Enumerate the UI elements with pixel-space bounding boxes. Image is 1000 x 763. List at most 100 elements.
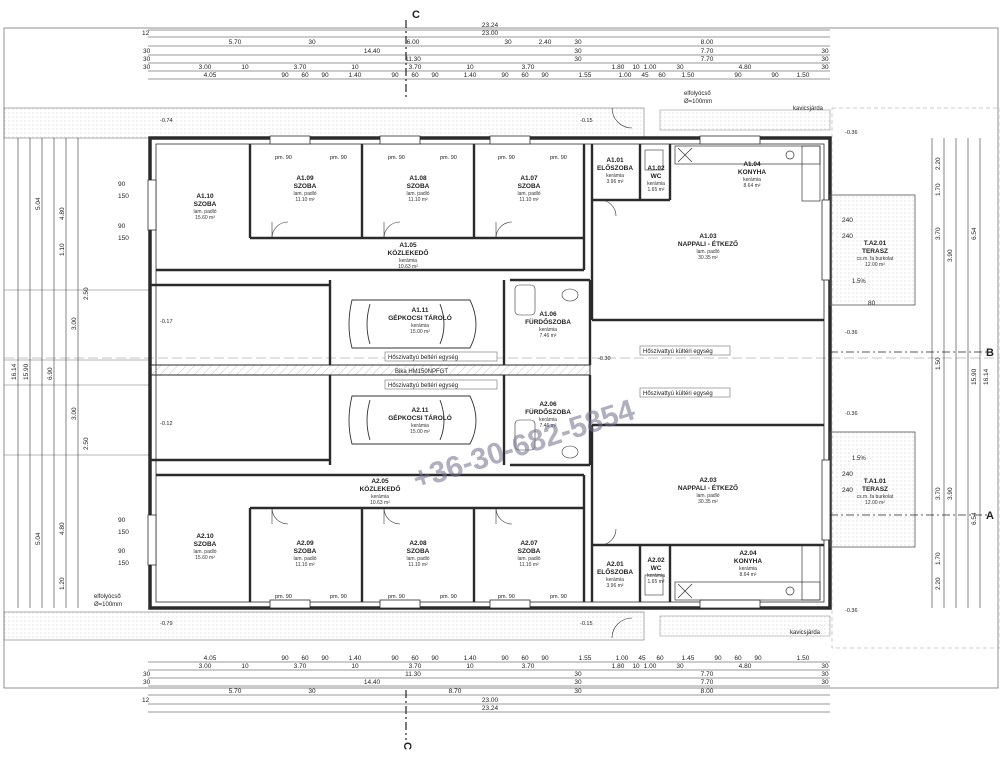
svg-text:1.70: 1.70 xyxy=(935,183,942,196)
dim-t2-0: 30 xyxy=(143,48,151,55)
svg-text:A2.04: A2.04 xyxy=(739,550,757,557)
room-a206: A2.06 FÜRDŐSZOBA kerámia 7.46 m² xyxy=(525,401,571,429)
axis-c-bottom: C xyxy=(401,690,413,750)
svg-text:6.54: 6.54 xyxy=(971,227,978,240)
svg-text:kerámia: kerámia xyxy=(606,577,624,583)
level-3: -0.17 xyxy=(160,319,173,325)
svg-text:A1.01: A1.01 xyxy=(606,157,624,164)
room-a111: A1.11 GÉPKOCSI TÁROLÓ kerámia 15.00 m² xyxy=(388,307,452,335)
dim-t5-11: 90 xyxy=(541,72,549,79)
dim-t5-14: 45 xyxy=(641,72,649,79)
dim-t3-4: 30 xyxy=(821,56,829,63)
svg-text:8.64 m²: 8.64 m² xyxy=(740,572,757,578)
dim-t4-10: 1.00 xyxy=(644,64,657,71)
room-a209: A2.09 SZOBA lam. padló 11.10 m² xyxy=(293,540,316,568)
svg-text:30: 30 xyxy=(143,679,151,686)
svg-text:A2.11: A2.11 xyxy=(412,407,429,414)
room-ta201: T.A2.01 TERASZ cs.m. fa burkolat 12.00 m… xyxy=(857,240,894,268)
svg-text:A2.08: A2.08 xyxy=(409,540,427,547)
svg-text:5.04: 5.04 xyxy=(35,197,42,210)
svg-text:6.54: 6.54 xyxy=(971,512,978,525)
room-a108: A1.08 SZOBA lam. padló 11.10 m² xyxy=(406,175,429,203)
svg-text:kerámia: kerámia xyxy=(399,258,417,264)
svg-text:15.00 m²: 15.00 m² xyxy=(410,429,430,435)
axis-a: A xyxy=(830,510,994,522)
dim-t4-13: 30 xyxy=(821,64,829,71)
room-a105: A1.05 KÖZLEKEDŐ kerámia 10.63 m² xyxy=(388,242,429,270)
svg-text:kerámia: kerámia xyxy=(539,327,557,333)
svg-text:15.00 m²: 15.00 m² xyxy=(410,329,430,335)
svg-text:150: 150 xyxy=(118,560,129,567)
svg-text:90: 90 xyxy=(391,655,399,662)
svg-text:12.00 m²: 12.00 m² xyxy=(865,262,885,268)
dim-t1-2: 6.00 xyxy=(407,39,420,46)
svg-text:3.96 m²: 3.96 m² xyxy=(607,179,624,185)
svg-text:KÖZLEKEDŐ: KÖZLEKEDŐ xyxy=(360,484,401,493)
svg-text:A2.07: A2.07 xyxy=(520,540,538,547)
pm-note-3: pm. 90 xyxy=(388,155,405,161)
svg-text:30: 30 xyxy=(308,688,316,695)
svg-text:1.50: 1.50 xyxy=(935,357,942,370)
dim-t2-2: 30 xyxy=(574,48,582,55)
svg-text:150: 150 xyxy=(118,193,129,200)
dim-t4-12: 4.80 xyxy=(739,64,752,71)
dim-t3-0: 30 xyxy=(143,56,151,63)
dim-t4-3: 3.70 xyxy=(294,64,307,71)
svg-text:15.60 m²: 15.60 m² xyxy=(195,555,215,561)
svg-text:90: 90 xyxy=(431,655,439,662)
car-lower xyxy=(348,395,477,445)
svg-text:240: 240 xyxy=(842,217,853,224)
svg-text:60: 60 xyxy=(656,655,664,662)
svg-text:11.30: 11.30 xyxy=(405,671,421,678)
svg-text:kerámia: kerámia xyxy=(371,494,389,500)
hvac-indoor-1: Hőszivattyú beltéri egység xyxy=(388,355,458,361)
svg-text:11.10 m²: 11.10 m² xyxy=(295,197,315,203)
dim-t2-4: 30 xyxy=(821,48,829,55)
svg-text:2.20: 2.20 xyxy=(935,577,942,590)
downpipe-bottom-sub: Ø=100mm xyxy=(94,602,122,608)
svg-text:90: 90 xyxy=(541,655,549,662)
room-a205: A2.05 KÖZLEKEDŐ kerámia 10.63 m² xyxy=(360,478,401,506)
svg-text:kerámia: kerámia xyxy=(411,323,429,329)
room-a204: A2.04 KONYHA kerámia 8.64 m² xyxy=(734,550,762,578)
pm-note-12: pm. 90 xyxy=(550,594,567,600)
paving-bottom xyxy=(3,611,645,641)
svg-text:A1.03: A1.03 xyxy=(699,233,717,240)
dim-t1-4: 2.40 xyxy=(539,39,552,46)
svg-text:TERASZ: TERASZ xyxy=(862,486,888,493)
svg-text:8.64 m²: 8.64 m² xyxy=(744,183,761,189)
right-dimension-texts: 2.20 1.70 3.70 3.90 6.54 1.50 16.14 15.9… xyxy=(842,157,990,590)
svg-text:11.10 m²: 11.10 m² xyxy=(519,562,539,568)
svg-text:7.70: 7.70 xyxy=(701,671,714,678)
svg-text:4.80: 4.80 xyxy=(59,207,66,220)
svg-text:240: 240 xyxy=(842,471,853,478)
svg-text:1.65 m²: 1.65 m² xyxy=(648,579,665,585)
dim-t5-1: 90 xyxy=(281,72,289,79)
svg-text:NAPPALI - ÉTKEZŐ: NAPPALI - ÉTKEZŐ xyxy=(678,483,738,492)
svg-text:16.14: 16.14 xyxy=(11,363,18,380)
svg-text:1.40: 1.40 xyxy=(464,655,477,662)
svg-text:SZOBA: SZOBA xyxy=(294,183,317,190)
svg-text:ELŐSZOBA: ELŐSZOBA xyxy=(597,163,633,172)
level-8: -0.36 xyxy=(845,330,858,336)
dim-t4-2: 10 xyxy=(241,64,249,71)
garden-area-right xyxy=(831,107,1000,649)
downpipe-top-sub: Ø=100mm xyxy=(684,99,712,105)
svg-text:30: 30 xyxy=(143,671,151,678)
svg-text:90: 90 xyxy=(281,655,289,662)
axis-a-label: A xyxy=(986,510,994,522)
svg-text:2.50: 2.50 xyxy=(83,287,90,300)
windows xyxy=(147,135,831,609)
dim-t4-7: 3.70 xyxy=(522,64,535,71)
svg-text:3.00: 3.00 xyxy=(71,407,78,420)
dim-t5-17: 90 xyxy=(734,72,742,79)
room-a201: A2.01 ELŐSZOBA kerámia 3.96 m² xyxy=(597,561,633,589)
svg-text:lam. padló: lam. padló xyxy=(293,556,316,562)
hvac-outdoor-1: Hőszivattyú kültéri egység xyxy=(643,349,713,355)
svg-text:3.00: 3.00 xyxy=(71,317,78,330)
svg-text:60: 60 xyxy=(301,655,309,662)
svg-text:NAPPALI - ÉTKEZŐ: NAPPALI - ÉTKEZŐ xyxy=(678,239,738,248)
axis-c-top: C xyxy=(405,9,420,100)
svg-text:lam. padló: lam. padló xyxy=(517,556,540,562)
svg-text:SZOBA: SZOBA xyxy=(518,183,541,190)
